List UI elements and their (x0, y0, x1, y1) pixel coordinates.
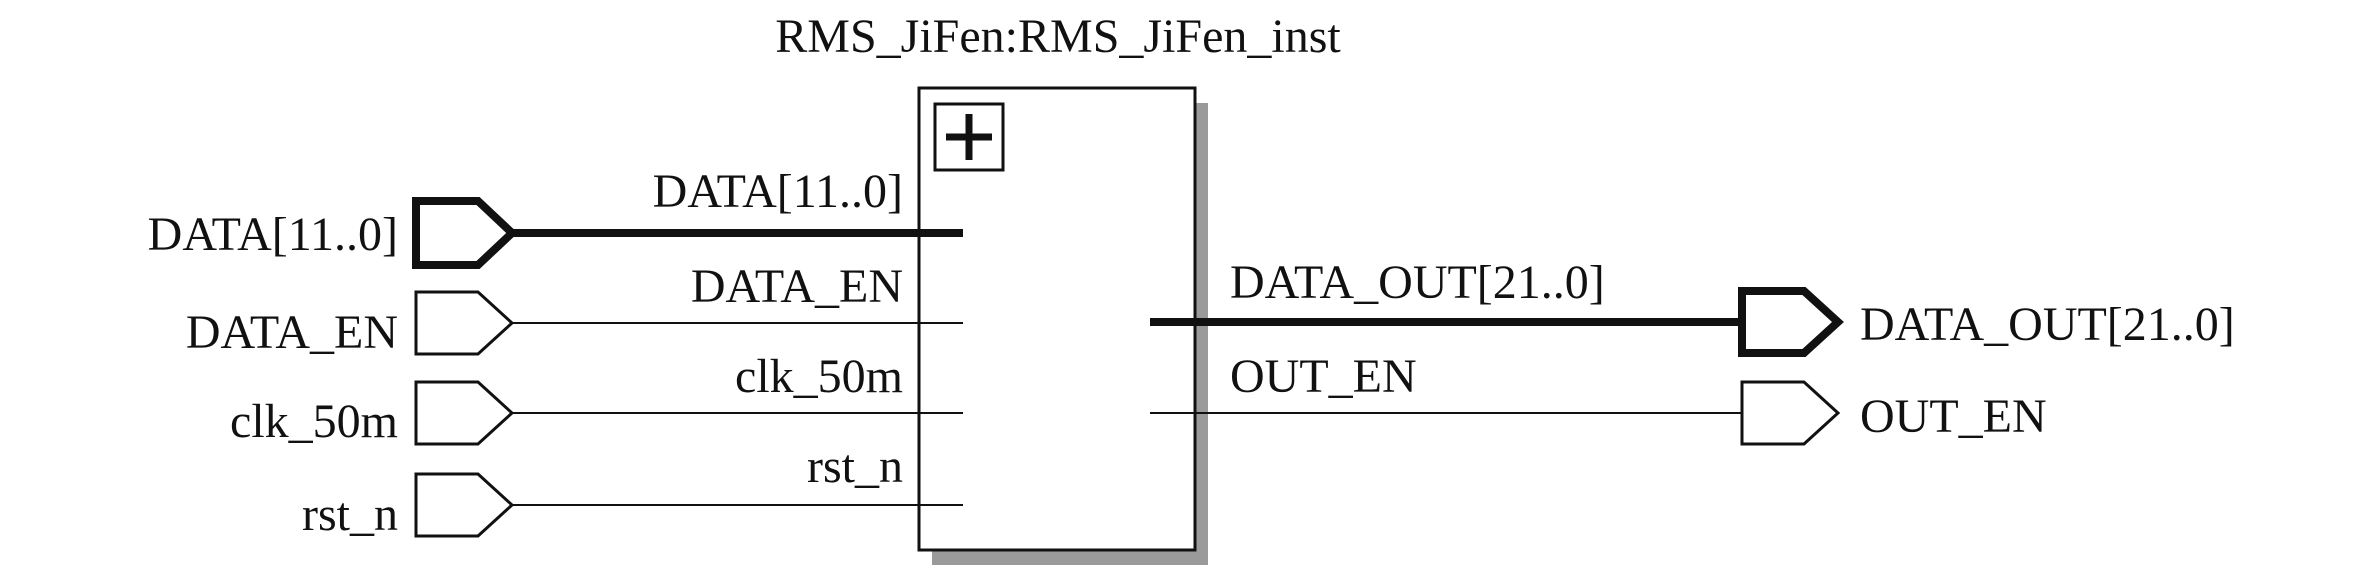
input-pin-rst-n[interactable] (414, 472, 515, 538)
input-pin-clk-50m[interactable] (414, 380, 515, 446)
block-port-label-clk-50m: clk_50m (735, 350, 903, 403)
block-port-label-data-out: DATA_OUT[21..0] (1230, 256, 1605, 309)
output-pin-label-out-en: OUT_EN (1860, 390, 2047, 443)
output-pin-data-out[interactable] (1738, 287, 1844, 357)
input-pin-label-data-en: DATA_EN (186, 306, 398, 359)
input-pin-data[interactable] (412, 197, 518, 269)
input-pin-label-data: DATA[11..0] (148, 208, 398, 261)
block-port-label-out-en: OUT_EN (1230, 350, 1417, 403)
block-port-label-data: DATA[11..0] (653, 165, 903, 218)
input-pin-label-clk-50m: clk_50m (230, 395, 398, 448)
block-port-label-data-en: DATA_EN (691, 260, 903, 313)
plus-box-icon[interactable] (933, 102, 1005, 172)
input-pin-data-en[interactable] (414, 290, 515, 356)
instance-title: RMS_JiFen:RMS_JiFen_inst (775, 10, 1341, 63)
output-pin-label-data-out: DATA_OUT[21..0] (1860, 298, 2235, 351)
output-pin-out-en[interactable] (1740, 380, 1841, 446)
input-pin-label-rst-n: rst_n (302, 488, 398, 541)
block-port-label-rst-n: rst_n (807, 440, 903, 493)
